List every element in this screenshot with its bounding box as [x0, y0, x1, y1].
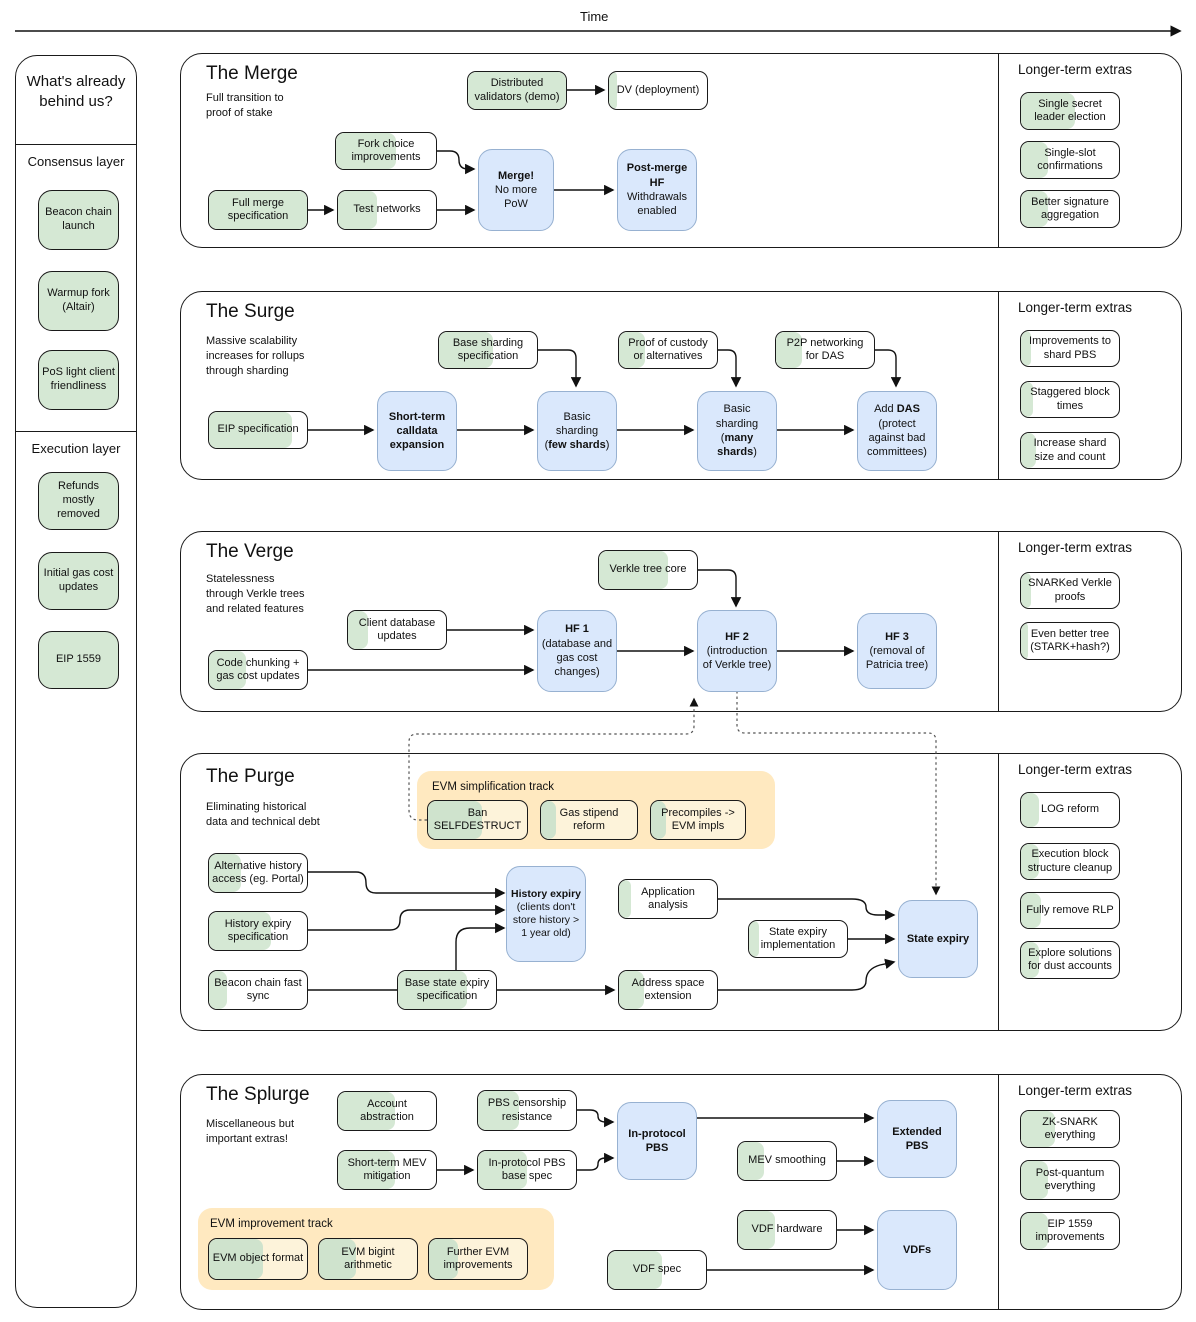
sidebar-item-refunds-removed: Refunds mostly removed [38, 472, 119, 530]
box-gas-stipend-reform: Gas stipend reform [540, 800, 638, 840]
time-axis-label: Time [580, 9, 609, 24]
box-alternative-history-access: Alternative history access (eg. Portal) [208, 853, 308, 893]
section-subtitle: Statelessness through Verkle trees and r… [206, 573, 305, 615]
extras-header: Longer-term extras [1018, 1083, 1133, 1098]
extra-fully-remove-rlp: Fully remove RLP [1020, 892, 1120, 929]
extra-eip-1559-improvements: EIP 1559 improvements [1020, 1212, 1120, 1250]
box-vdf-spec: VDF spec [607, 1250, 707, 1290]
section-subtitle: Massive scalability increases for rollup… [206, 335, 305, 377]
section-subtitle: Eliminating historical data and technica… [206, 801, 320, 828]
sidebar-group-consensus-layer: Consensus layer [27, 154, 125, 169]
milestone-basic-sharding-many: Basic sharding (many shards) [697, 391, 777, 471]
box-dv-deployment: DV (deployment) [608, 71, 708, 110]
divider [998, 1075, 999, 1309]
sidebar-group-execution-layer: Execution layer [31, 441, 121, 456]
box-base-state-expiry-spec: Base state expiry specification [397, 970, 497, 1010]
extra-single-slot-confirmations: Single-slot confirmations [1020, 141, 1120, 179]
track-label: EVM simplification track [432, 781, 555, 793]
box-eip-specification: EIP specification [208, 411, 308, 449]
box-account-abstraction: Account abstraction [337, 1091, 437, 1131]
extra-even-better-tree: Even better tree (STARK+hash?) [1020, 622, 1120, 660]
divider [16, 144, 136, 145]
extra-snarked-verkle-proofs: SNARKed Verkle proofs [1020, 572, 1120, 609]
box-client-database-updates: Client database updates [347, 610, 447, 650]
milestone-hf1: HF 1 (database and gas cost changes) [537, 610, 617, 692]
box-short-term-mev-mitigation: Short-term MEV mitigation [337, 1150, 437, 1190]
milestone-hf2: HF 2 (introduction of Verkle tree) [697, 610, 777, 692]
extra-post-quantum-everything: Post-quantum everything [1020, 1160, 1120, 1200]
sidebar-whats-behind-us: What's already behind us? Consensus laye… [15, 55, 137, 1308]
section-title: The Purge [206, 766, 295, 787]
box-distributed-validators: Distributed validators (demo) [467, 71, 567, 110]
sidebar-item-beacon-chain-launch: Beacon chain launch [38, 190, 119, 250]
extra-zk-snark-everything: ZK-SNARK everything [1020, 1110, 1120, 1148]
section-title: The Verge [206, 541, 294, 562]
divider [16, 431, 136, 432]
extras-header: Longer-term extras [1018, 762, 1133, 777]
section-title: The Surge [206, 301, 295, 322]
box-verkle-tree-core: Verkle tree core [598, 550, 698, 590]
sidebar-item-initial-gas-cost: Initial gas cost updates [38, 552, 119, 610]
milestone-history-expiry: History expiry (clients don't store hist… [506, 866, 586, 962]
milestone-basic-sharding-few: Basic sharding (few shards) [537, 391, 617, 471]
box-pbs-censorship-resistance: PBS censorship resistance [477, 1090, 577, 1131]
divider [998, 754, 999, 1030]
extra-staggered-block-times: Staggered block times [1020, 381, 1120, 418]
extra-log-reform: LOG reform [1020, 792, 1120, 828]
extras-header: Longer-term extras [1018, 540, 1133, 555]
milestone-hf3: HF 3 (removal of Patricia tree) [857, 613, 937, 689]
milestone-add-das: Add DAS (protect against bad committees) [857, 391, 937, 471]
extra-execution-block-cleanup: Execution block structure cleanup [1020, 843, 1120, 880]
milestone-vdfs: VDFs [877, 1210, 957, 1290]
box-fork-choice: Fork choice improvements [335, 132, 437, 170]
track-label: EVM improvement track [210, 1218, 333, 1230]
box-history-expiry-spec: History expiry specification [208, 911, 308, 951]
box-ban-selfdestruct: Ban SELFDESTRUCT [427, 800, 528, 840]
sidebar-title: What's already behind us? [26, 73, 126, 111]
box-evm-object-format: EVM object format [208, 1238, 308, 1280]
box-vdf-hardware: VDF hardware [737, 1210, 837, 1250]
divider [998, 54, 999, 247]
box-state-expiry-implementation: State expiry implementation [748, 920, 848, 958]
milestone-state-expiry: State expiry [898, 900, 978, 978]
extras-header: Longer-term extras [1018, 300, 1133, 315]
section-subtitle: Miscellaneous but important extras! [206, 1118, 295, 1145]
sidebar-item-pos-light-client: PoS light client friendliness [38, 350, 119, 410]
milestone-in-protocol-pbs: In-protocol PBS [617, 1102, 697, 1180]
box-beacon-chain-fast-sync: Beacon chain fast sync [208, 970, 308, 1010]
divider [998, 292, 999, 479]
section-title: The Splurge [206, 1084, 310, 1105]
box-code-chunking: Code chunking + gas cost updates [208, 650, 308, 690]
extra-improvements-shard-pbs: Improvements to shard PBS [1020, 330, 1120, 367]
section-subtitle: Full transition to proof of stake [206, 92, 284, 119]
divider [998, 532, 999, 711]
milestone-post-merge-hf: Post-merge HF Withdrawals enabled [617, 149, 697, 231]
box-proof-of-custody: Proof of custody or alternatives [618, 331, 718, 369]
extra-single-secret-leader: Single secret leader election [1020, 92, 1120, 130]
sidebar-item-eip-1559: EIP 1559 [38, 631, 119, 689]
extra-explore-dust-accounts: Explore solutions for dust accounts [1020, 941, 1120, 979]
box-address-space-extension: Address space extension [618, 970, 718, 1010]
box-p2p-networking-das: P2P networking for DAS [775, 331, 875, 369]
milestone-short-term-calldata: Short-term calldata expansion [377, 391, 457, 471]
extra-increase-shard-size: Increase shard size and count [1020, 432, 1120, 469]
box-evm-bigint-arithmetic: EVM bigint arithmetic [318, 1238, 418, 1280]
sidebar-item-warmup-fork: Warmup fork (Altair) [38, 271, 119, 331]
section-title: The Merge [206, 63, 298, 84]
box-in-protocol-pbs-base-spec: In-protocol PBS base spec [477, 1150, 577, 1190]
box-test-networks: Test networks [337, 190, 437, 230]
milestone-extended-pbs: Extended PBS [877, 1100, 957, 1178]
section-the-surge: The Surge Massive scalability increases … [180, 291, 1182, 480]
box-application-analysis: Application analysis [618, 879, 718, 919]
box-mev-smoothing: MEV smoothing [737, 1141, 837, 1181]
extra-better-signature-aggregation: Better signature aggregation [1020, 190, 1120, 228]
box-precompiles-evm-impls: Precompiles -> EVM impls [650, 800, 746, 840]
box-base-sharding-spec: Base sharding specification [438, 331, 538, 369]
box-full-merge-spec: Full merge specification [208, 190, 308, 230]
box-further-evm-improvements: Further EVM improvements [428, 1238, 528, 1280]
milestone-merge: Merge! No more PoW [478, 149, 554, 231]
extras-header: Longer-term extras [1018, 62, 1133, 77]
